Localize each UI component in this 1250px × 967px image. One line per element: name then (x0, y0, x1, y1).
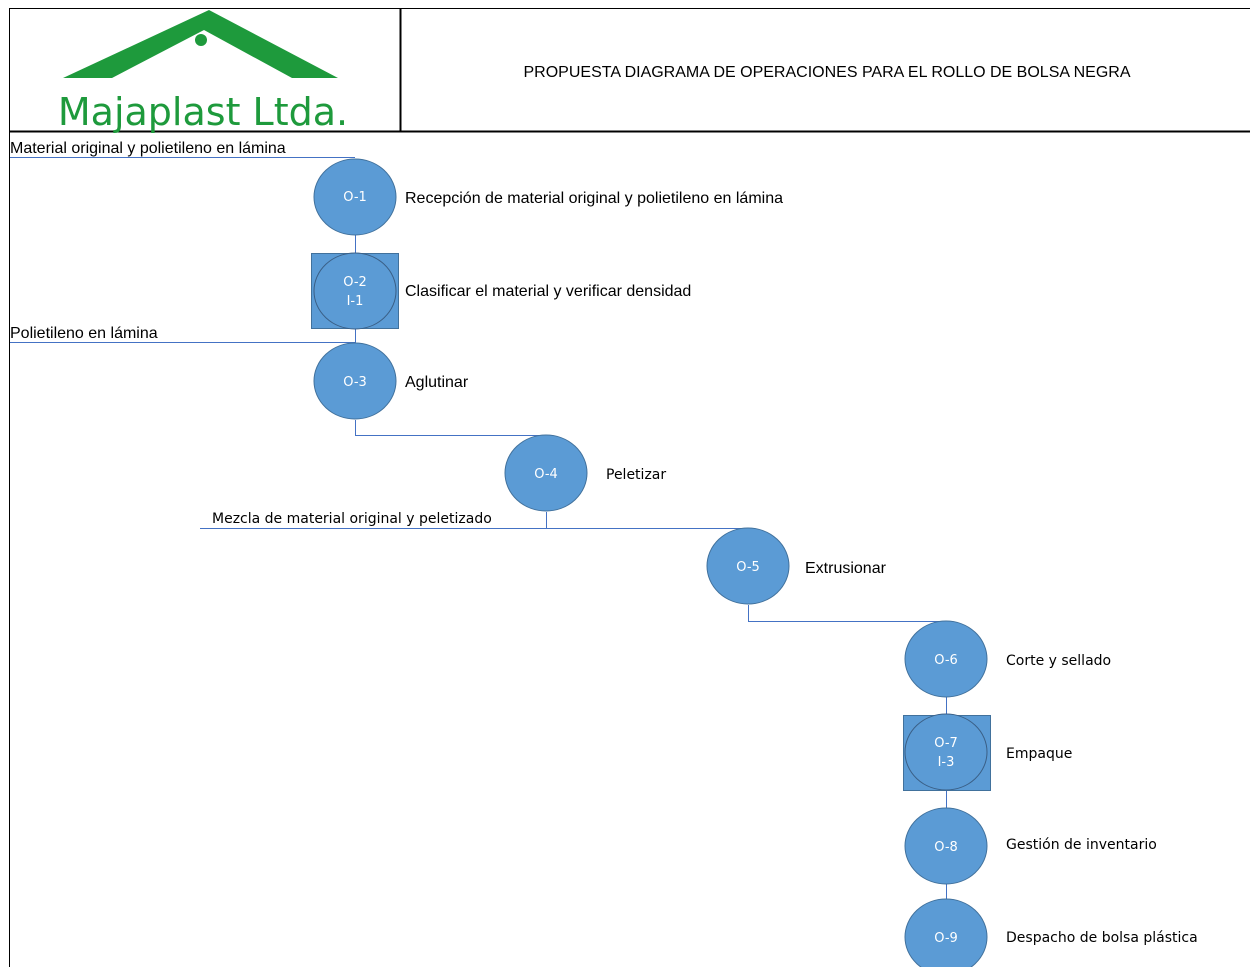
step-description: Gestión de inventario (1006, 837, 1157, 853)
step-description: Empaque (1006, 746, 1072, 762)
connector-o3-o4 (355, 420, 547, 436)
step-code: O-5 (736, 560, 760, 575)
operation-circle (313, 158, 397, 236)
operation-circle (313, 252, 397, 330)
step-o2-i1: O-2 I-1 Clasificar el material y verific… (311, 252, 691, 330)
step-o5: O-5 Extrusionar (706, 527, 887, 605)
majaplast-logo: Majaplast Ltda. (58, 10, 348, 134)
header: Majaplast Ltda. PROPUESTA DIAGRAMA DE OP… (9, 8, 1250, 967)
operation-circle (313, 342, 397, 420)
step-code: O-9 (934, 931, 958, 946)
input-label-2: Polietileno en lámina (10, 325, 158, 342)
step-o6: O-6 Corte y sellado (904, 620, 1111, 698)
steps: O-1 Recepción de material original y pol… (311, 158, 1198, 967)
step-description: Despacho de bolsa plástica (1006, 930, 1198, 946)
step-o7-i3: O-7 I-3 Empaque (903, 713, 1072, 791)
step-o3: O-3 Aglutinar (313, 342, 469, 420)
step-code: O-1 (343, 190, 367, 205)
step-code: O-8 (934, 840, 958, 855)
step-code: O-6 (934, 653, 958, 668)
inspection-code: I-3 (938, 755, 955, 770)
logo-text: Majaplast Ltda. (58, 90, 348, 134)
step-code: O-3 (343, 375, 367, 390)
step-description: Corte y sellado (1006, 653, 1111, 669)
logo-dot (195, 34, 207, 46)
step-description: Clasificar el material y verificar densi… (405, 283, 691, 300)
step-o9: O-9 Despacho de bolsa plástica (904, 898, 1198, 967)
step-o4: O-4 Peletizar (504, 434, 666, 512)
step-code: O-4 (534, 467, 558, 482)
step-o8: O-8 Gestión de inventario (904, 807, 1157, 885)
inputs: Material original y polietileno en lámin… (10, 140, 748, 529)
connectors (355, 235, 947, 899)
connector-o5-o6 (748, 605, 947, 622)
operation-circle (504, 434, 588, 512)
operation-circle (904, 898, 988, 967)
step-code: O-7 (934, 736, 958, 751)
step-description: Extrusionar (805, 560, 887, 577)
step-o1: O-1 Recepción de material original y pol… (313, 158, 783, 236)
operation-circle (904, 713, 988, 791)
step-code: O-2 (343, 275, 367, 290)
operation-circle (904, 620, 988, 698)
logo-roof-shape (63, 10, 338, 78)
step-description: Aglutinar (405, 374, 469, 391)
inspection-code: I-1 (347, 294, 364, 309)
step-description: Peletizar (606, 467, 666, 483)
operation-circle (904, 807, 988, 885)
input-label-1: Material original y polietileno en lámin… (10, 140, 286, 157)
operation-circle (706, 527, 790, 605)
page-title: PROPUESTA DIAGRAMA DE OPERACIONES PARA E… (524, 64, 1131, 81)
input-label-3: Mezcla de material original y peletizado (212, 511, 492, 527)
step-description: Recepción de material original y polieti… (405, 190, 783, 207)
